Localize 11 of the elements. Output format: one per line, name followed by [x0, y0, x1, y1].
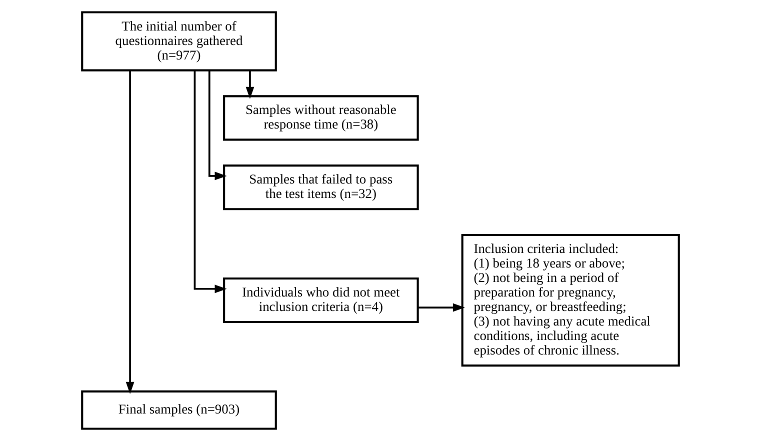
arrow: [245, 70, 254, 99]
node-box: The initial number of questionnaires gathered (n=977): [80, 11, 276, 72]
node-box: Individuals who did not meet inclusion criteria (n=4): [222, 277, 418, 324]
node-box: Samples without reasonable response time (n=38): [222, 95, 418, 141]
arrow: [193, 70, 226, 294]
node-box: Inclusion criteria included: (1) being 18 years or above; (2) not being in a period of preparation for pregnancy, pregnancy, or breastfeeding; (3) not having any acute medical conditions, including acute episodes of chronic illness.: [460, 234, 680, 367]
arrow: [208, 70, 226, 180]
arrow: [417, 303, 464, 312]
node-box: Final samples (n=903): [80, 390, 276, 430]
node-box: Samples that failed to pass the test items (n=32): [222, 164, 418, 210]
arrow: [125, 70, 134, 394]
